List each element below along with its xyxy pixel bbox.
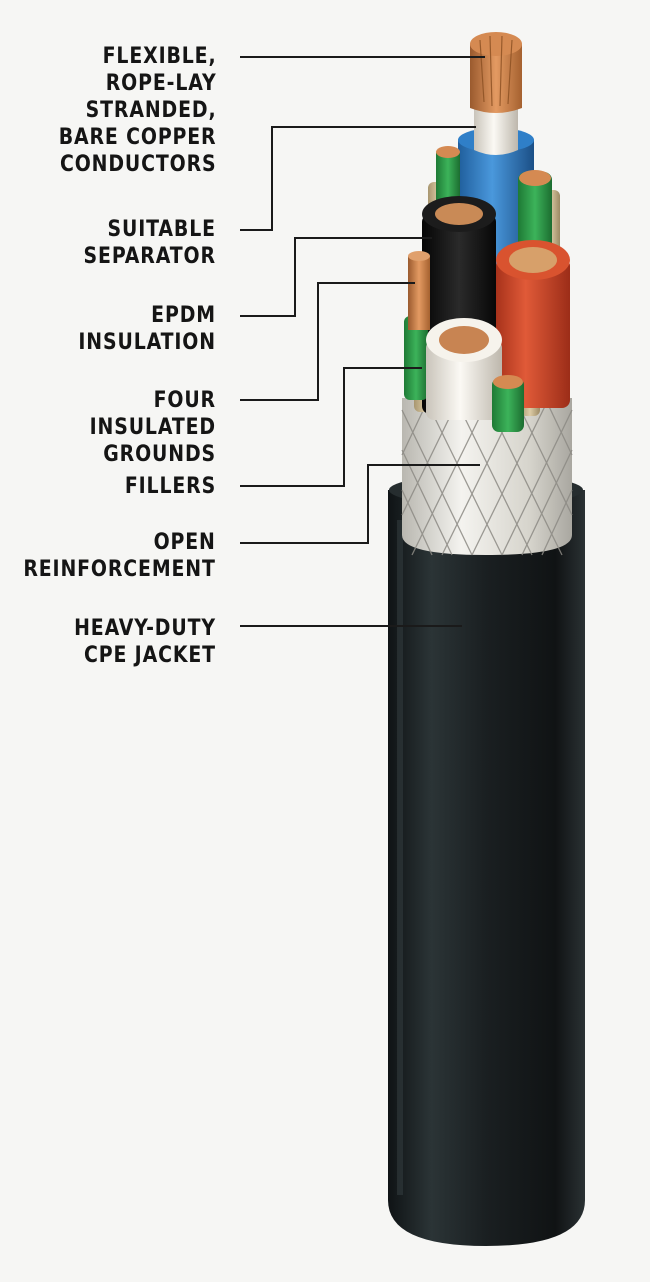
white-insulated-conductor — [426, 318, 502, 420]
ground-conductor-4 — [492, 375, 524, 432]
leader-line-grounds — [240, 282, 415, 401]
ground-conductor-3 — [404, 251, 430, 400]
label-conductors: FLEXIBLE, ROPE-LAY STRANDED, BARE COPPER… — [58, 44, 217, 177]
red-insulated-conductor — [496, 240, 570, 408]
leader-lines — [240, 56, 485, 627]
leader-line-insulation — [240, 237, 432, 317]
leader-line-separator — [240, 126, 476, 231]
label-fillers: FILLERS — [124, 474, 216, 499]
leader-line-reinforcement — [240, 464, 480, 544]
open-reinforcement — [401, 397, 573, 556]
cpe-jacket — [388, 474, 585, 1246]
label-separator: SUITABLE SEPARATOR — [83, 217, 216, 269]
label-open-reinforcement: OPEN REINFORCEMENT — [23, 530, 216, 582]
label-cpe-jacket: HEAVY-DUTY CPE JACKET — [74, 616, 216, 668]
leader-line-fillers — [240, 367, 422, 487]
label-epdm-insulation: EPDM INSULATION — [78, 303, 216, 355]
label-insulated-grounds: FOUR INSULATED GROUNDS — [89, 388, 216, 467]
